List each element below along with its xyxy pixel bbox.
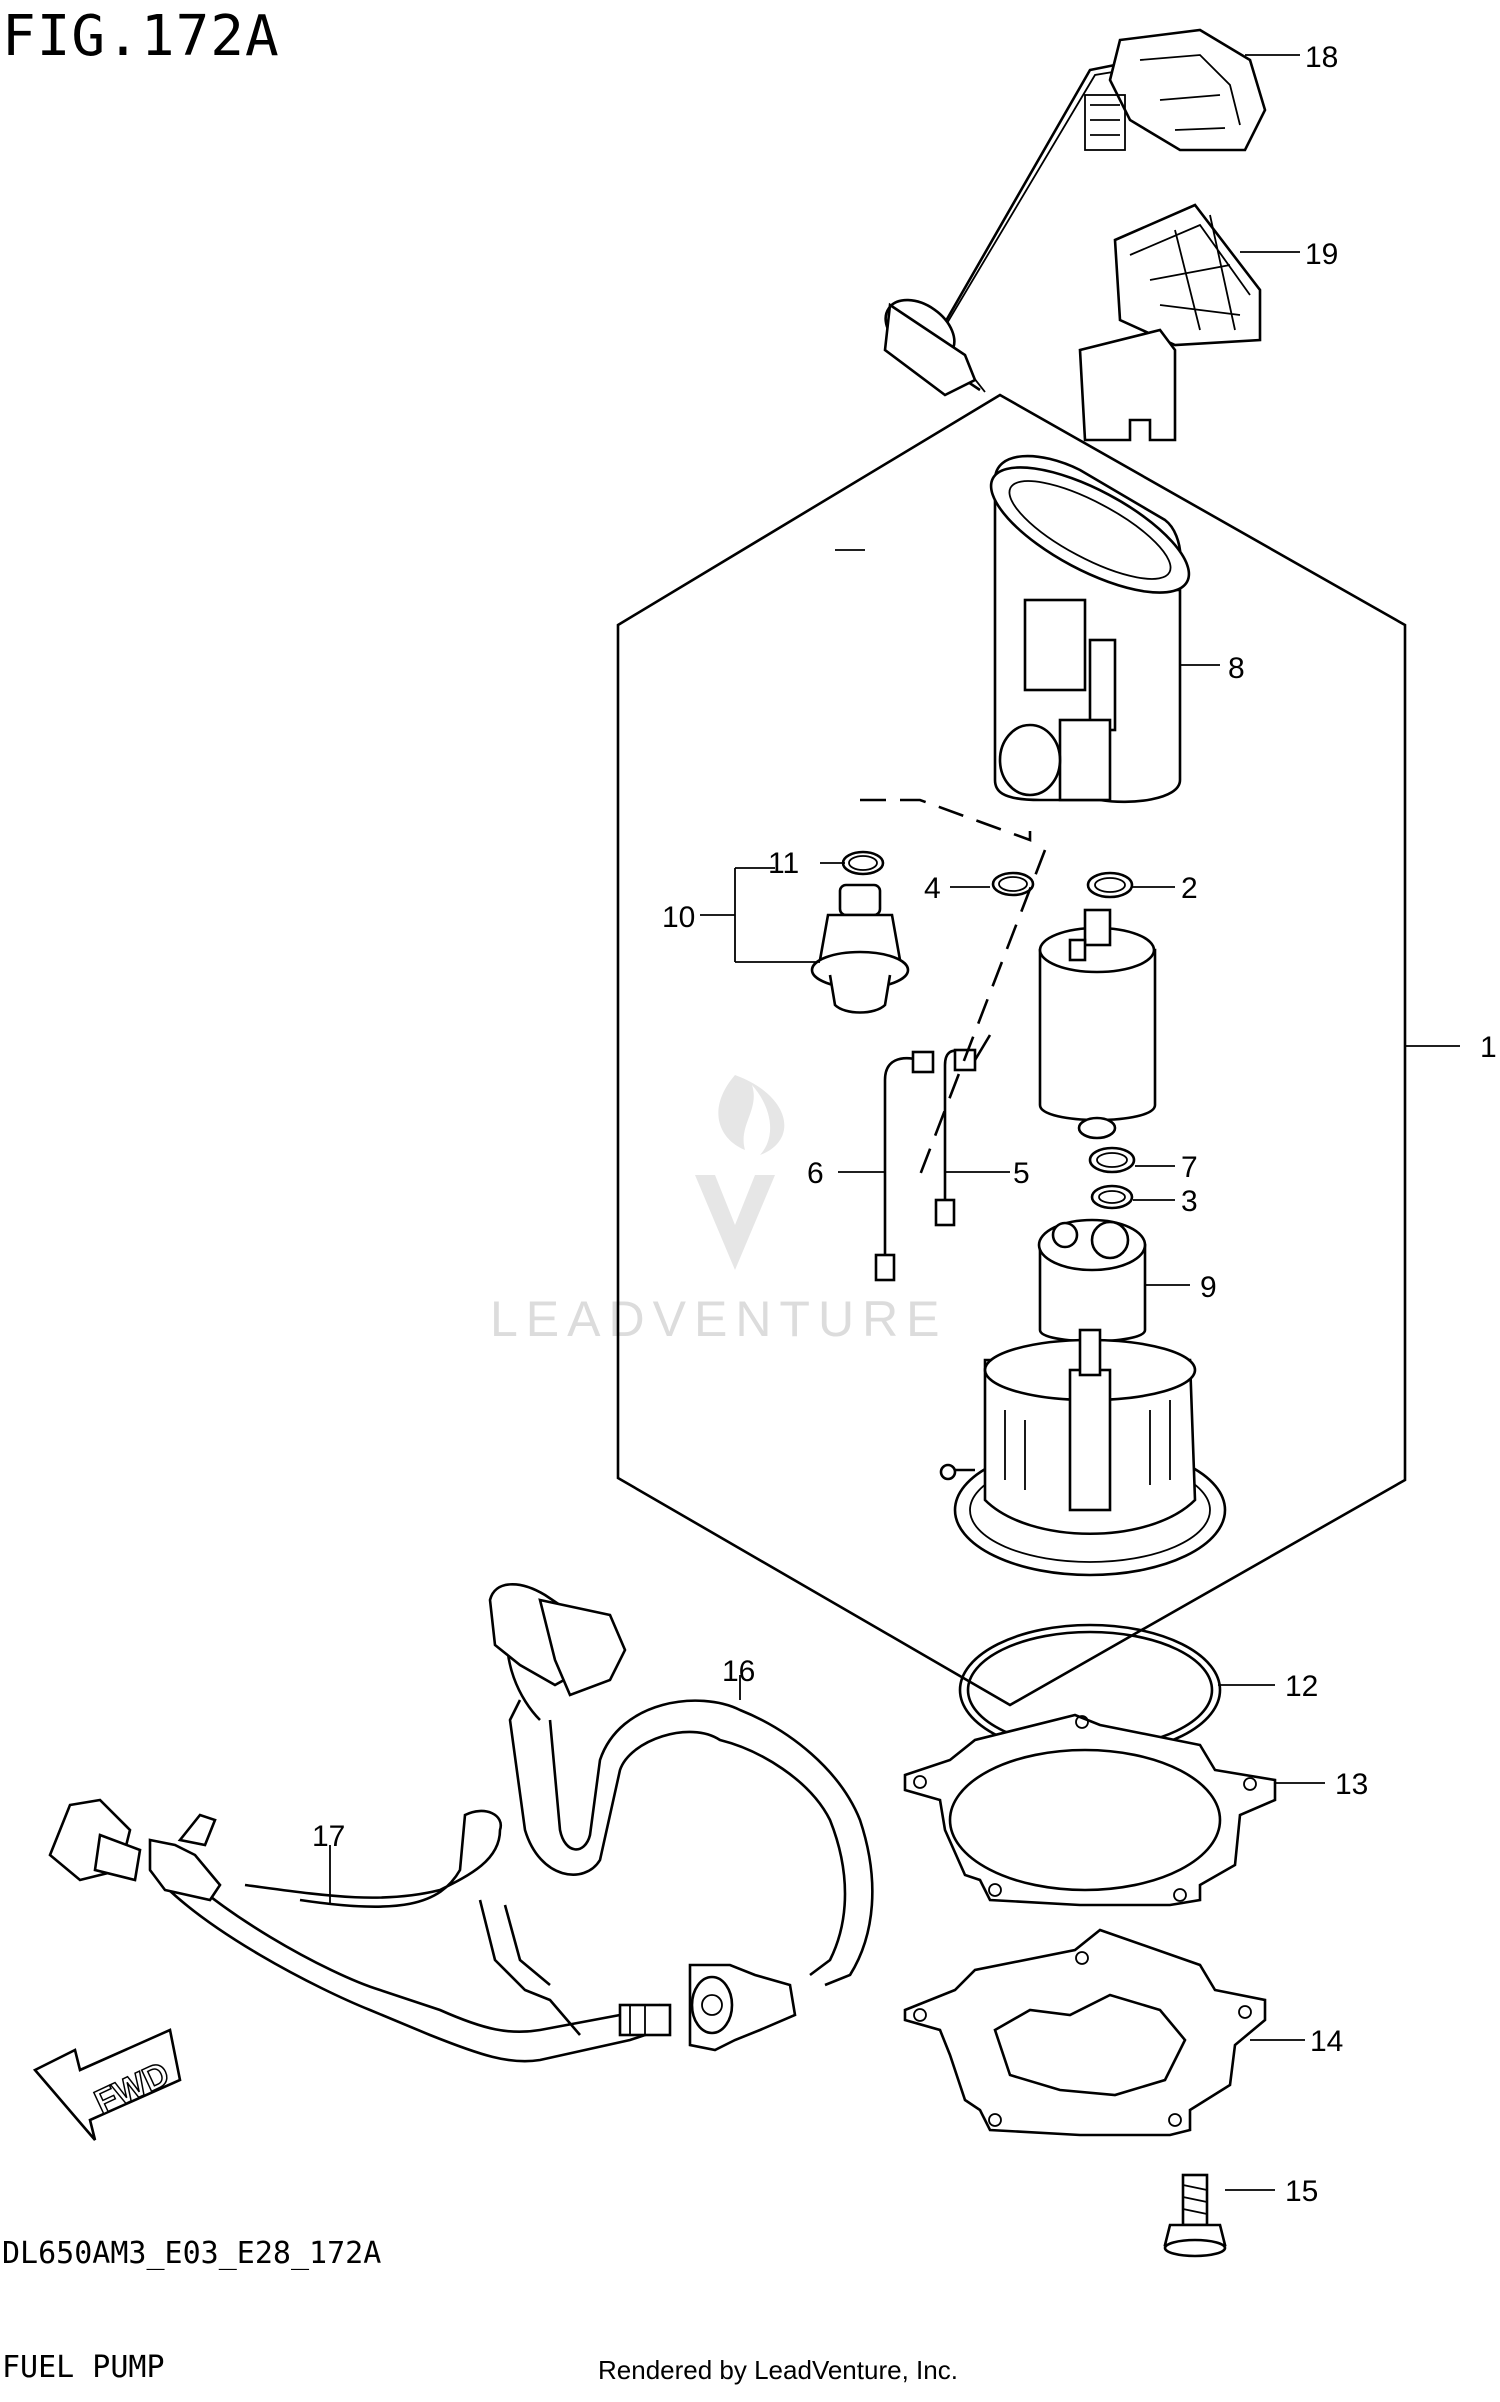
pump-plate [903,1713,1277,1907]
callout-9: 9 [1200,1271,1217,1304]
wire-lead-6 [874,1050,935,1282]
o-ring-4 [991,871,1035,897]
wire-lead-5 [934,1034,992,1227]
fuel-pump [1038,908,1157,1140]
callout-15: 15 [1285,2175,1318,2208]
callout-16: 16 [722,1655,755,1688]
pump-base [939,1328,1227,1577]
pressure-regulator [810,883,910,1014]
callout-17: 17 [312,1820,345,1853]
callout-19: 19 [1305,238,1338,271]
callout-2: 2 [1181,872,1198,905]
callout-11: 11 [768,847,799,880]
pump-holder-plate [903,1928,1267,2137]
callout-1: 1 [1480,1031,1497,1064]
o-ring-3 [1090,1184,1134,1210]
callout-6: 6 [807,1157,824,1190]
bolt [1163,2173,1227,2258]
callout-7: 7 [1181,1151,1198,1184]
fuel-hose-assy [48,1798,672,2063]
callout-4: 4 [924,872,941,905]
leader-lines [329,54,1460,2191]
callout-8: 8 [1228,652,1245,685]
o-ring-2 [1086,871,1134,899]
pump-holder [1037,1218,1147,1343]
render-credit: Rendered by LeadVenture, Inc. [598,2355,958,2385]
watermark-text: LEADVENTURE [490,1291,948,1347]
callout-10: 10 [662,901,695,934]
callout-18: 18 [1305,41,1338,74]
watermark: LEADVENTURE [490,1075,948,1347]
callout-13: 13 [1335,1768,1368,1801]
model-code: DL650AM3_E03_E28_172A [2,2236,382,2271]
fuel-filter [989,454,1191,804]
fuel-level-sender [883,28,1267,397]
fuel-hose [488,1583,874,2052]
callout-3: 3 [1181,1185,1198,1218]
assembly-outline [616,393,1407,1707]
figure-name: FUEL PUMP [2,2350,165,2385]
callout-14: 14 [1310,2025,1343,2058]
callout-12: 12 [1285,1670,1318,1703]
o-ring-7 [1088,1146,1136,1174]
callouts: 1 2 3 4 5 6 7 8 9 10 11 12 13 14 15 16 1… [312,41,1497,2208]
figure-title: FIG.172A [2,4,280,69]
forward-arrow: FWD [32,2028,182,2141]
callout-5: 5 [1013,1157,1030,1190]
sender-cover [1078,203,1262,442]
